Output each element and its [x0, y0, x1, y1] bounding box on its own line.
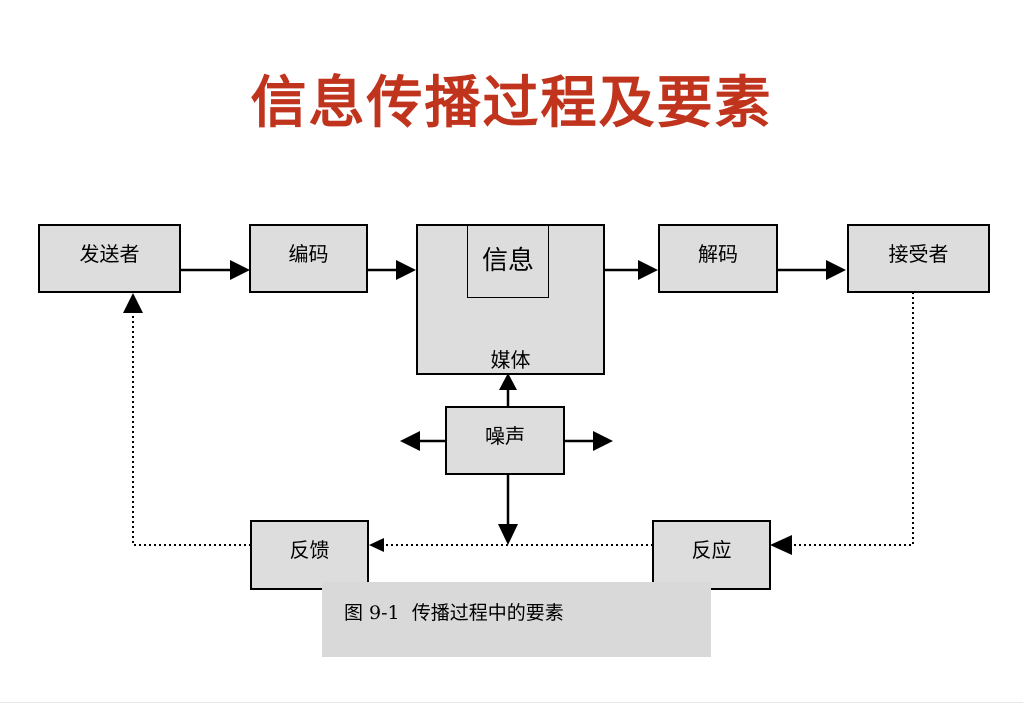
dotted-feedback-to-sender	[123, 293, 251, 546]
decode-box: 解码	[658, 224, 778, 293]
dotted-response-to-feedback	[369, 538, 653, 552]
encode-label: 编码	[288, 242, 329, 266]
media-box: 信息 媒体	[416, 224, 605, 375]
sender-box: 发送者	[38, 224, 181, 293]
arrow-noise-left	[400, 431, 446, 451]
receiver-box: 接受者	[847, 224, 990, 293]
feedback-label: 反馈	[289, 538, 330, 562]
message-label: 信息	[481, 246, 534, 276]
response-label: 反应	[691, 538, 732, 562]
encode-box: 编码	[249, 224, 368, 293]
message-box: 信息	[467, 224, 549, 298]
dotted-receiver-to-response	[770, 292, 914, 555]
noise-box: 噪声	[445, 406, 565, 475]
response-box: 反应	[652, 520, 771, 590]
arrow-decode-to-receiver	[778, 260, 846, 280]
feedback-box: 反馈	[250, 520, 369, 590]
decode-label: 解码	[698, 242, 738, 266]
arrow-sender-to-encode	[180, 260, 250, 280]
sender-label: 发送者	[79, 242, 140, 266]
page-title: 信息传播过程及要素	[250, 70, 773, 136]
arrow-noise-to-media	[499, 373, 517, 407]
figure-caption: 图 9-1 传播过程中的要素	[322, 582, 711, 657]
arrow-encode-to-media	[368, 260, 416, 280]
footer-divider	[0, 702, 1023, 703]
arrow-media-to-decode	[604, 260, 658, 280]
arrow-noise-right	[564, 431, 613, 451]
arrow-noise-down	[498, 474, 518, 545]
media-label: 媒体	[490, 348, 531, 372]
receiver-label: 接受者	[888, 242, 949, 266]
noise-label: 噪声	[485, 424, 525, 448]
